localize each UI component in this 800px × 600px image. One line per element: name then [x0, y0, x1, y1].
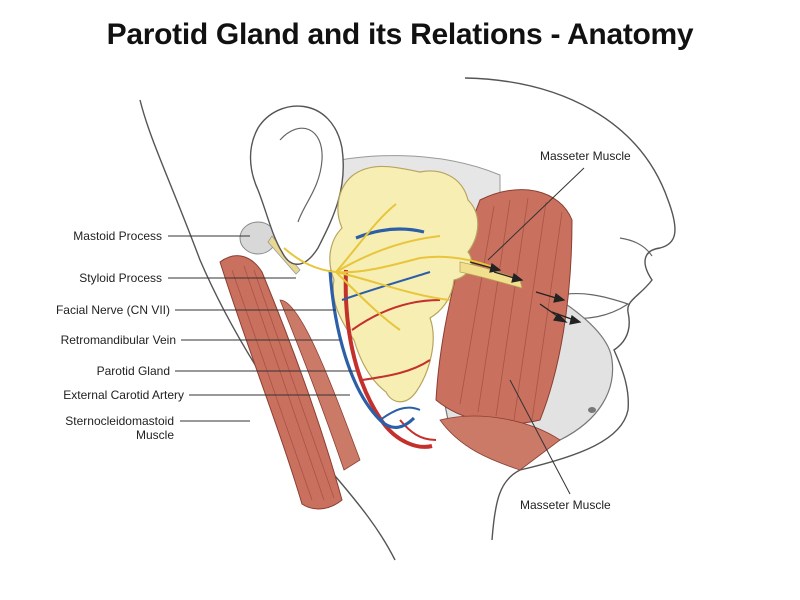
label-styloid-process: Styloid Process [79, 271, 162, 285]
facial-nerve-shape [283, 203, 501, 331]
sternocleidomastoid-muscle [219, 255, 343, 510]
flow-arrows [469, 261, 582, 325]
label-scm-line2: Muscle [135, 428, 174, 442]
nose-detail [619, 237, 653, 257]
ear [249, 105, 344, 265]
label-scm-line1: Sternocleidomastoid [65, 414, 174, 428]
page-title: Parotid Gland and its Relations - Anatom… [106, 18, 694, 51]
label-mastoid-process: Mastoid Process [73, 229, 162, 243]
label-retromandibular-vein: Retromandibular Vein [60, 333, 176, 347]
masseter-fibers [459, 197, 563, 421]
face-outline [464, 77, 676, 541]
neck-muscle-2 [279, 299, 361, 471]
label-parotid-gland: Parotid Gland [96, 364, 170, 378]
label-sternocleidomastoid: Sternocleidomastoid Muscle [30, 414, 174, 442]
parotid-gland-shape [329, 165, 479, 403]
external-carotid-artery-shape [343, 269, 433, 449]
leader-lines [168, 167, 585, 495]
label-masseter-muscle-top: Masseter Muscle [540, 149, 631, 163]
ear-inner [279, 127, 323, 223]
lower-muscle [439, 415, 561, 471]
artery-branches [351, 299, 441, 441]
back-of-head [139, 99, 396, 561]
label-external-carotid-artery: External Carotid Artery [63, 388, 184, 402]
label-masseter-muscle-bottom: Masseter Muscle [520, 498, 611, 512]
retromandibular-vein-shape [328, 227, 425, 429]
parotid-duct [459, 261, 523, 289]
scm-fibers [231, 265, 335, 501]
mental-foramen [588, 407, 596, 413]
label-facial-nerve: Facial Nerve (CN VII) [55, 303, 170, 317]
